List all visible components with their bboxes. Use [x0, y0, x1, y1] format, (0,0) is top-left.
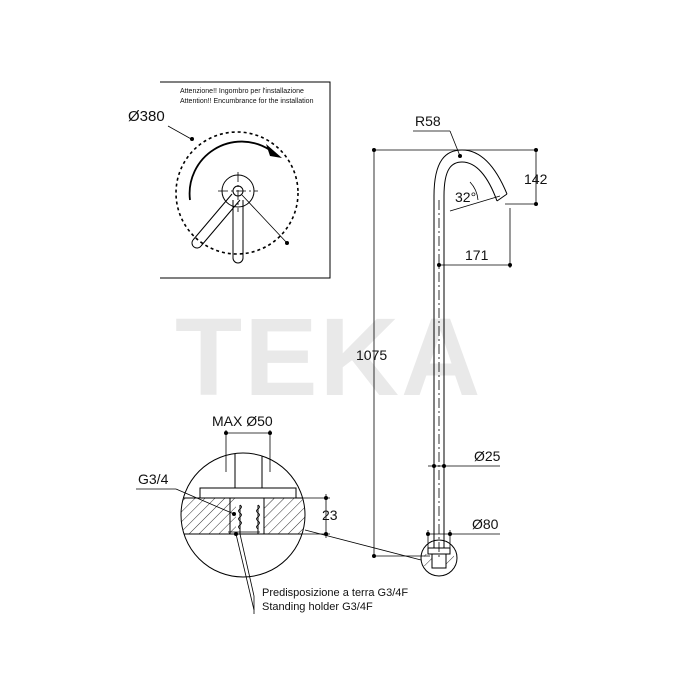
inset-frame — [160, 81, 331, 279]
inset-diameter-label: Ø380 — [128, 108, 165, 125]
spout-height-label: 142 — [524, 171, 548, 187]
base-detail-view: MAX Ø50 G3/4 23 Predisposizione a terra … — [136, 413, 408, 614]
detail-circle — [180, 452, 306, 578]
angle-label: 32° — [455, 189, 476, 205]
thread-label: G3/4 — [138, 471, 169, 487]
reach-label: 171 — [465, 247, 489, 263]
detail-callout-line — [304, 529, 422, 561]
inset-note-english: Attention!! Encumbrance for the installa… — [180, 98, 314, 105]
total-height-label: 1075 — [356, 347, 387, 363]
spout-plan — [191, 172, 258, 264]
watermark: TEKA — [175, 296, 482, 419]
holder-note-english: Standing holder G3/4F — [262, 601, 373, 613]
depth-label: 23 — [322, 507, 338, 523]
rotation-envelope — [175, 131, 299, 255]
radius-label: R58 — [415, 113, 441, 129]
rotation-arrowhead — [266, 144, 282, 158]
base-detail-marker — [420, 539, 458, 577]
spout-tip — [496, 193, 508, 202]
installation-inset: Attenzione!! Ingombro per l'installazion… — [128, 81, 331, 279]
pipe-diameter-label: Ø25 — [474, 448, 501, 464]
diameter-leader — [167, 125, 194, 141]
inset-note-italian: Attenzione!! Ingombro per l'installazion… — [180, 88, 304, 95]
rotation-arc — [188, 140, 271, 201]
holder-note-italian: Predisposizione a terra G3/4F — [262, 587, 408, 599]
main-elevation: R58 142 32° 171 1075 Ø25 — [356, 113, 548, 577]
spout-bend-inner — [443, 161, 498, 202]
max-diameter-label: MAX Ø50 — [212, 413, 273, 429]
base-diameter-label: Ø80 — [472, 516, 499, 532]
